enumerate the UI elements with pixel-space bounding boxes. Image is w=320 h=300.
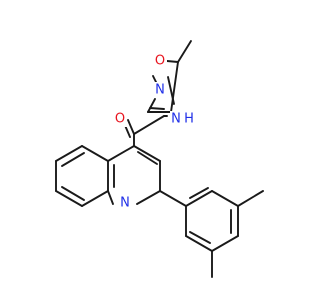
bond-22 [81, 145, 109, 162]
atom-label-n-quinoline: N [120, 196, 130, 211]
bond-30 [185, 190, 213, 207]
molecule-structure-diagram: O N H O N N [55, 40, 264, 278]
bond-39 [237, 190, 264, 207]
bond-6 [167, 76, 175, 105]
bond-10 [133, 115, 165, 135]
atom-label-o-isoxazole: O [155, 54, 165, 69]
bond-26 [55, 190, 83, 207]
bond-23 [55, 145, 83, 162]
atom-label-h-amide: H [184, 112, 194, 127]
bond-1 [166, 60, 179, 63]
atom-label-o-carbonyl: O [115, 112, 125, 127]
atom-label-n-amide: N [171, 112, 181, 127]
atom-label-n-isoxazole: N [155, 83, 165, 98]
bond-36 [185, 235, 213, 252]
atom-o-carbonyl: O [113, 111, 127, 127]
bond-29 [159, 190, 187, 207]
atom-labels: O N H O N N [113, 53, 196, 211]
atom-n-quinoline: N [118, 195, 132, 211]
atom-o-isoxazole: O [153, 53, 167, 69]
atom-n-isoxazole: N [153, 82, 167, 98]
bond-37 [189, 231, 211, 244]
bond-35 [211, 235, 239, 252]
bonds [55, 40, 264, 278]
bond-15 [133, 145, 161, 162]
bond-19 [107, 190, 114, 205]
bond-28 [81, 190, 109, 207]
bond-31 [189, 187, 209, 199]
bond-7 [149, 107, 165, 110]
bond-27 [61, 186, 85, 201]
bond-16 [137, 151, 158, 165]
bond-14 [107, 145, 135, 162]
atom-n-amide: N H [170, 111, 196, 127]
bond-32 [211, 190, 239, 207]
bond-11 [127, 119, 135, 135]
bond-24 [61, 152, 85, 167]
bond-0 [177, 40, 192, 63]
bond-3 [147, 98, 156, 113]
bond-5 [170, 61, 179, 113]
bond-18 [136, 190, 161, 205]
